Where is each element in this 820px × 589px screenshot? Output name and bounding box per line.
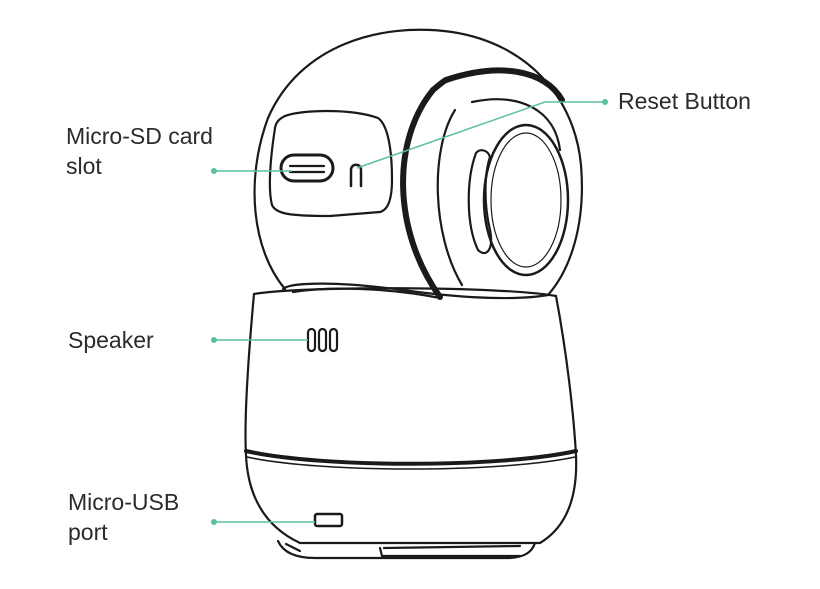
leader-dots — [211, 99, 608, 525]
reset-button-label: Reset Button — [618, 86, 751, 116]
reset-button-text: Reset Button — [618, 88, 751, 114]
reset-button-shape — [349, 163, 363, 188]
sd-leader-dot — [211, 168, 217, 174]
speaker-text: Speaker — [68, 327, 154, 353]
sd-slot-text-line2: slot — [66, 153, 102, 179]
usb-port-text-line1: Micro-USB — [68, 489, 180, 515]
usb-port-text-line2: port — [68, 519, 108, 545]
sd-slot-shape — [279, 153, 335, 183]
sd-slot-text-line1: Micro-SD card — [66, 123, 213, 149]
usb-port-shape — [313, 512, 344, 528]
speaker-label: Speaker — [68, 325, 154, 355]
speaker-grille — [306, 327, 339, 353]
camera-head — [253, 28, 583, 300]
usb-leader-dot — [211, 519, 217, 525]
sd-slot-label: Micro-SD card slot — [66, 121, 213, 181]
speaker-leader-dot — [211, 337, 217, 343]
leader-lines — [214, 101, 605, 523]
reset-leader-line — [356, 101, 605, 169]
usb-port-label: Micro-USB port — [68, 487, 179, 547]
reset-leader-dot — [602, 99, 608, 105]
camera-base — [244, 287, 578, 560]
